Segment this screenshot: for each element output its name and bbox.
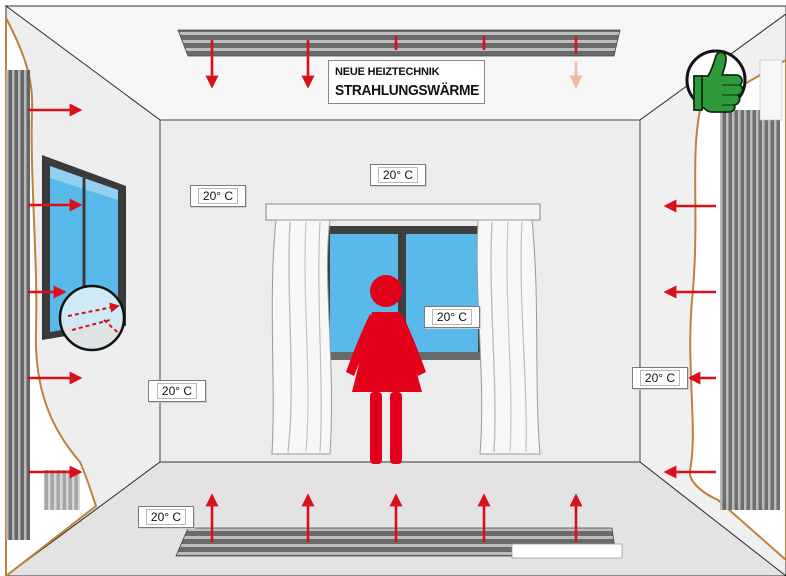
- curtain-rod: [265, 203, 541, 221]
- heading-subtitle: NEUE HEIZTECHNIK: [335, 66, 440, 78]
- person-figure-icon: [346, 275, 426, 464]
- heading-title: STRAHLUNGSWÄRME: [335, 82, 479, 99]
- temp-label-back-wall-left: 20° C: [190, 185, 246, 207]
- temp-label-right-wall: 20° C: [632, 367, 688, 389]
- temp-value: 20° C: [377, 167, 419, 183]
- magnifier-detail-icon: [58, 284, 126, 352]
- temp-label-window-center: 20° C: [424, 306, 480, 328]
- temp-label-left-wall-lower: 20° C: [148, 380, 206, 402]
- thumbs-up-icon: [685, 49, 747, 113]
- left-heater-panel: [6, 70, 30, 540]
- radiation-arrows: [28, 36, 716, 542]
- temp-value: 20° C: [639, 370, 681, 386]
- temp-value: 20° C: [145, 509, 187, 525]
- temp-value: 20° C: [431, 309, 473, 325]
- ceiling-heater-panel: [177, 29, 621, 57]
- temp-label-ceiling: 20° C: [370, 164, 426, 186]
- right-heater-panel: [720, 110, 780, 510]
- heading-box: NEUE HEIZTECHNIK STRAHLUNGSWÄRME: [328, 60, 485, 104]
- center-curtain-left: [271, 219, 333, 455]
- temp-value: 20° C: [156, 383, 198, 399]
- temp-label-floor: 20° C: [138, 506, 194, 528]
- temp-value: 20° C: [197, 188, 239, 204]
